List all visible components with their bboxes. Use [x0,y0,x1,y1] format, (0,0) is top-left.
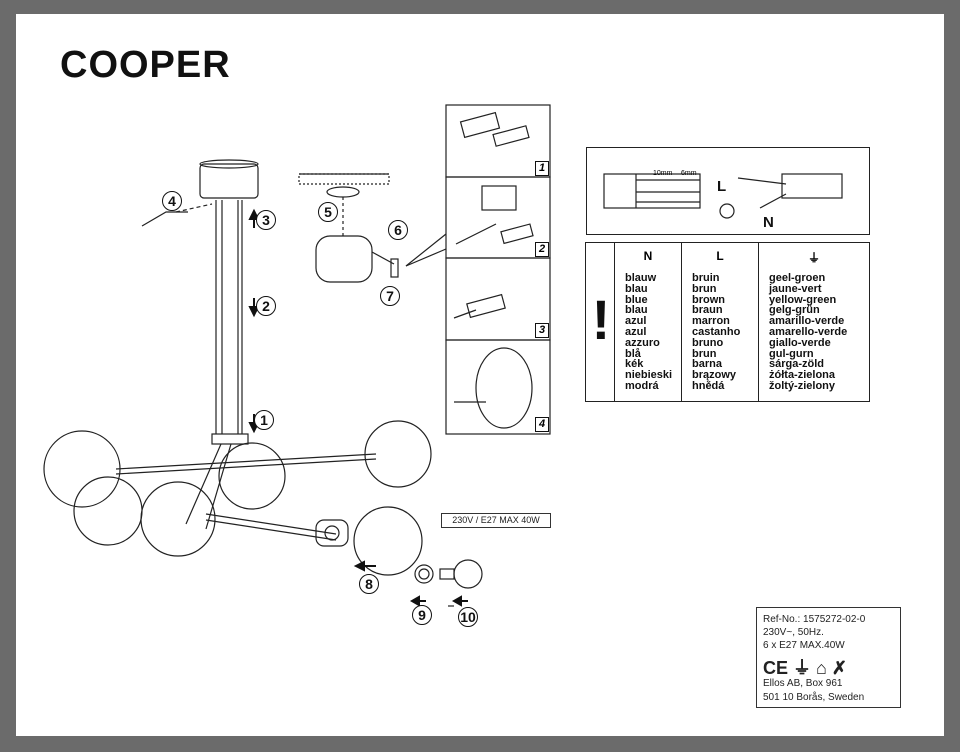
detail-panels [445,104,843,435]
ref-voltage: 230V~, 50Hz. [763,627,824,638]
hook [141,211,188,227]
color-entry: geel-groen [769,272,826,284]
terminal-block [781,173,843,199]
step-3: 3 [256,210,276,230]
color-entry: bruin [692,272,720,284]
step-4: 4 [162,191,182,211]
color-entry: żółta-zielona [769,369,836,382]
assembly-diagram [43,159,483,607]
ref-bulbs: 6 x E27 MAX.40W [763,640,845,651]
step-5: 5 [318,202,338,222]
color-entry: jaune-vert [769,282,822,295]
reference-box: Ref-No.: 1575272-02-0 230V~, 50Hz. 6 x E… [756,607,901,708]
color-entry: blau [625,304,648,317]
color-entry: giallo-verde [769,336,831,349]
earth-ground-icon: ⏚ [807,251,820,265]
hub [211,433,249,445]
ring [414,564,434,584]
arm-1 [115,453,377,470]
color-entry: brązowy [692,369,737,382]
ref-company: Ellos AB, Box 961 [763,678,843,689]
globe-3 [140,481,216,557]
globe-5 [364,420,432,488]
color-entry: barna [692,358,722,371]
terminal [390,258,399,278]
label-l: L [717,178,727,195]
globe-4 [218,442,286,510]
color-entry: blauw [625,272,657,284]
product-title: COOPER [60,44,231,86]
step-6: 6 [388,220,408,240]
panel-4-frame [445,339,551,435]
color-entry: gelg-grün [769,304,820,317]
color-entry: žoltý-zielony [769,379,836,392]
canopy-detail [315,235,373,283]
globe-1 [43,430,121,508]
dim-right: 6mm [681,170,697,177]
color-entry: niebieski [625,369,673,382]
column-l-header: L [716,249,724,263]
arm-4 [205,513,337,535]
arm-2 [185,443,222,525]
color-entry: gul-gurn [769,347,814,360]
color-entry: kék [625,358,644,371]
dim-left: 10mm [653,170,673,177]
warning-icon: ! [591,288,611,351]
color-entry: brun [692,282,717,295]
socket [315,519,349,547]
color-entry: amarillo-verde [769,315,845,328]
wiring-box: 10mm 6mm L N [586,147,870,235]
step-1: 1 [254,410,274,430]
panel-3-number: 3 [535,323,549,338]
spec-label: 230V / E27 MAX 40W [441,513,551,528]
color-entry: brown [692,293,725,306]
step-9: 9 [412,605,432,625]
step-7: 7 [380,286,400,306]
ref-address: 501 10 Borås, Sweden [763,692,865,703]
instruction-page: COOPER [16,14,944,736]
color-entry: marron [692,315,730,328]
canopy [199,163,259,199]
label-n: N [763,214,774,231]
color-entry: blå [625,347,641,360]
color-entry: braun [692,304,723,317]
earth-symbol [719,203,735,219]
color-entry: yellow-green [769,293,837,306]
panel-2-number: 2 [535,242,549,257]
color-entry: castanho [692,325,741,338]
color-entry: modrá [625,379,659,392]
color-entry: bruno [692,336,724,349]
canopy-top [199,159,259,169]
color-entry: sárga-zöld [769,358,825,371]
panel-4-number: 4 [535,417,549,432]
panel-1-number: 1 [535,161,549,176]
ref-number: Ref-No.: 1575272-02-0 [763,614,866,625]
ce-mark-icon: CE ⏚ ⌂ ✗ [763,658,847,678]
step-8: 8 [359,574,379,594]
color-entry: blue [625,293,648,306]
column-n-header: N [643,249,653,263]
color-entry: hnědá [692,379,725,392]
color-entry: amarello-verde [769,325,848,338]
color-entry: azzuro [625,336,660,349]
color-entry: blau [625,282,648,295]
step-2: 2 [256,296,276,316]
color-entry: azul [625,325,647,338]
color-entry: azul [625,315,647,328]
globe-6 [353,506,423,576]
step-10: 10 [458,607,478,627]
color-entry: brun [692,347,717,360]
